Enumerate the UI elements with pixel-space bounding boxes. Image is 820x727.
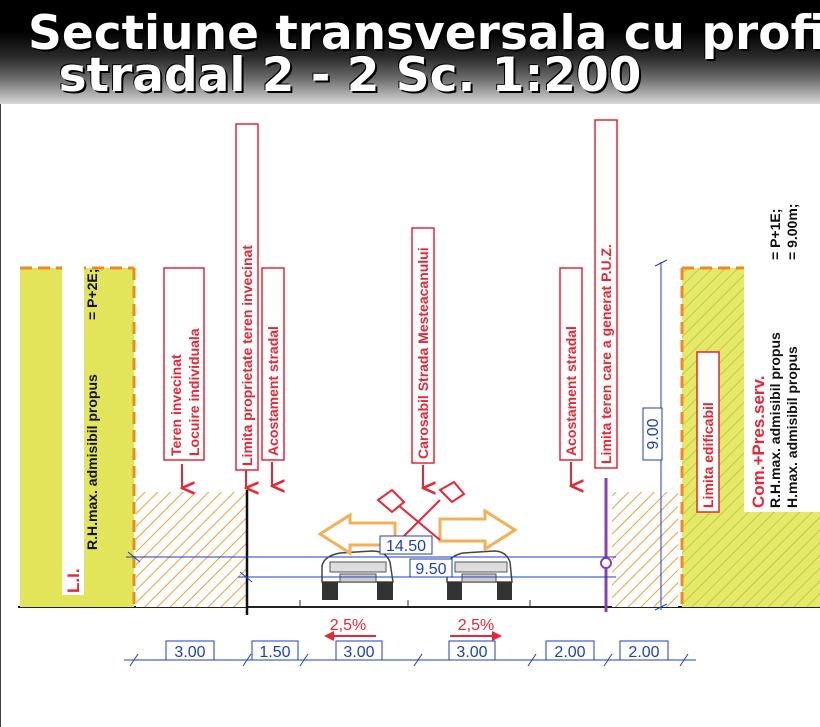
dim-900-text: 9.00: [645, 418, 662, 449]
limita-edificabil-box: [696, 351, 720, 513]
title-band: Sectiune transversala cu profil stradal …: [0, 0, 820, 104]
com-h-label: H.max. admisibil propus: [784, 346, 800, 508]
com-h-value: = 9.00m;: [784, 204, 800, 260]
traffic-arrow-right-icon: [438, 508, 518, 552]
slope-right-text: 2,5%: [458, 617, 494, 634]
left-hatch-area: [136, 492, 246, 607]
carosabil-box: [411, 227, 435, 464]
slope-left-arrow-icon: [324, 631, 334, 641]
limita-puz-box: [594, 119, 618, 469]
limita-puz-label: Limita teren care a generat P.U.Z.: [598, 244, 614, 464]
acostament-left-box: [261, 267, 285, 461]
com-title: Com.+Pres.serv.: [749, 376, 768, 508]
li-label-box: [62, 225, 84, 595]
dim-chain-ticks: [129, 653, 689, 667]
li-title: L.I.: [64, 568, 83, 593]
teren-invecinat-label: Teren invecinat: [168, 354, 184, 456]
teren-invecinat-box: [163, 267, 205, 461]
slope-right-arrow-icon: [492, 631, 502, 641]
dim-seg-1: 3.00: [174, 644, 205, 661]
car-right-icon: [446, 550, 513, 600]
limita-edificabil-label: Limita edificabil: [700, 402, 716, 508]
com-label-box: [744, 140, 820, 512]
dim-seg-5: 2.00: [554, 644, 585, 661]
dim-seg-6: 2.00: [628, 644, 659, 661]
acostament-left-label: Acostament stradal: [265, 326, 281, 456]
li-rh-value: = P+2E;: [84, 269, 100, 320]
dim-box-900: [642, 407, 663, 461]
dim-seg-2: 1.50: [259, 644, 290, 661]
slope-left-text: 2,5%: [330, 617, 366, 634]
dim-box-950: [409, 558, 453, 578]
locuire-individuala-label: Locuire individuala: [186, 328, 202, 456]
car-left-icon: [321, 550, 394, 600]
limita-proprietate-label: Limita proprietate teren invecinat: [239, 245, 255, 466]
road-axis-icon: [376, 480, 466, 541]
title-line-2: stradal 2 - 2 Sc. 1:200: [58, 48, 642, 103]
traffic-arrow-left-icon: [317, 512, 397, 556]
puz-limit-marker: [600, 557, 612, 569]
right-hatch-area: [612, 492, 678, 607]
carosabil-label: Carosabil Strada Mesteacanului: [415, 247, 431, 459]
li-rh-label: R.H.max. admisibil propus: [84, 374, 100, 550]
dim-950-text: 9.50: [415, 561, 446, 578]
acostament-right-box: [559, 267, 583, 461]
dim-seg-3: 3.00: [343, 644, 374, 661]
title-line-1: Sectiune transversala cu profil: [28, 6, 820, 61]
com-rh-label: R.H.max. admisibil propus: [767, 332, 783, 508]
dim-box-1450: [379, 535, 433, 555]
com-rh-value: = P+1E;: [767, 209, 783, 260]
acostament-right-label: Acostament stradal: [563, 326, 579, 456]
dim-seg-4: 3.00: [456, 644, 487, 661]
dim-1450-text: 14.50: [386, 538, 426, 555]
